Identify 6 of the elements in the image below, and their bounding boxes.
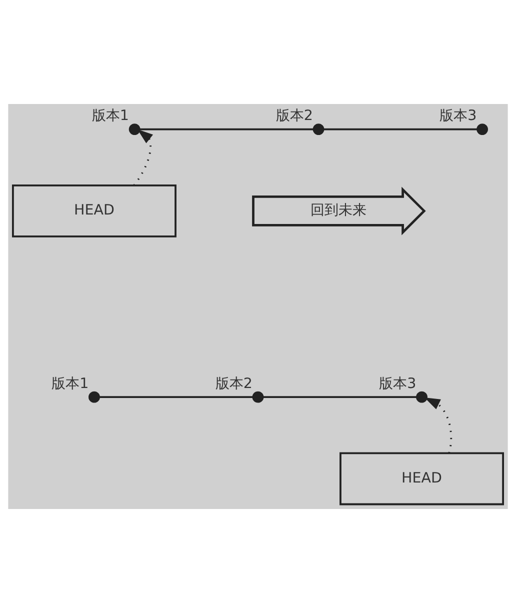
node-label: 版本2 [215, 375, 252, 392]
node-label: 版本3 [440, 108, 477, 124]
node-label: 版本1 [92, 108, 129, 124]
node-label: 版本1 [52, 375, 89, 392]
node-label: 版本2 [276, 108, 313, 124]
node-label: 版本3 [379, 375, 416, 392]
